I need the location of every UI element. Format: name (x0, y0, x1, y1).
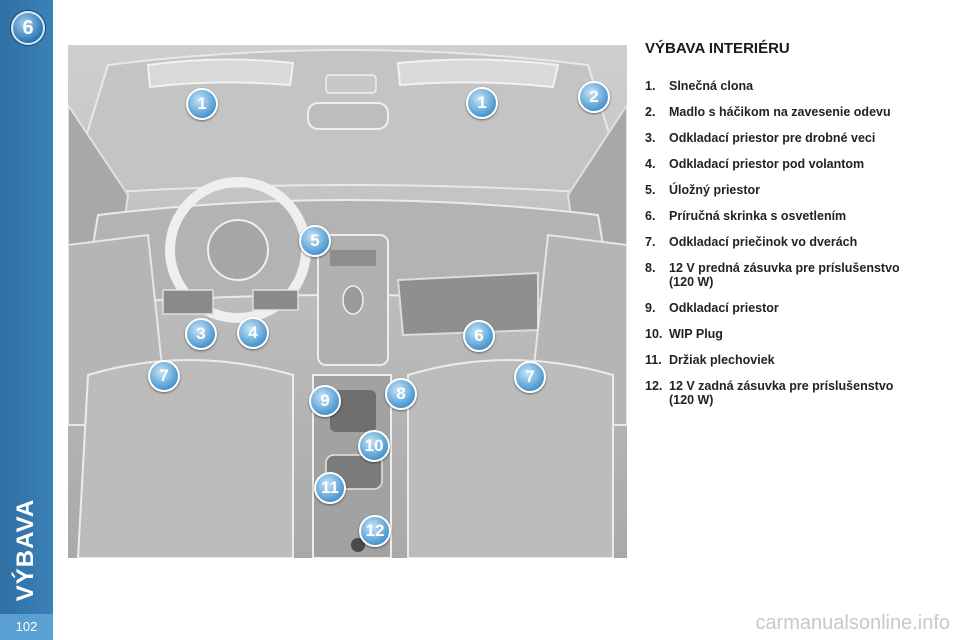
chapter-sidebar: 6 VÝBAVA 102 (0, 0, 53, 640)
callout-7-left: 7 (148, 360, 180, 392)
legend-item: 2.Madlo s háčikom na zavesenie odevu (645, 105, 945, 119)
legend-item: 10.WIP Plug (645, 327, 945, 341)
section-title-text: VÝBAVA (12, 499, 40, 601)
legend-item: 7.Odkladací priečinok vo dverách (645, 235, 945, 249)
interior-illustration: 1 1 2 5 3 4 6 7 7 8 9 10 11 12 (68, 45, 627, 558)
legend-item: 3.Odkladací priestor pre drobné veci (645, 131, 945, 145)
callout-9: 9 (309, 385, 341, 417)
page-number: 102 (0, 614, 53, 640)
legend-item: 6.Príručná skrinka s osvetlením (645, 209, 945, 223)
chapter-number-badge: 6 (11, 11, 45, 45)
legend-item: 5.Úložný priestor (645, 183, 945, 197)
callout-2: 2 (578, 81, 610, 113)
legend-item: 11.Držiak plechoviek (645, 353, 945, 367)
interior-equipment-legend: VÝBAVA INTERIÉRU 1.Slnečná clona 2.Madlo… (645, 40, 945, 419)
callout-5: 5 (299, 225, 331, 257)
callout-10: 10 (358, 430, 390, 462)
callout-4: 4 (237, 317, 269, 349)
legend-item: 4.Odkladací priestor pod volantom (645, 157, 945, 171)
legend-list: 1.Slnečná clona 2.Madlo s háčikom na zav… (645, 79, 945, 407)
callout-1-right: 1 (466, 87, 498, 119)
section-title-vertical: VÝBAVA (6, 500, 46, 600)
callout-1-left: 1 (186, 88, 218, 120)
callout-8: 8 (385, 378, 417, 410)
callout-11: 11 (314, 472, 346, 504)
callout-12: 12 (359, 515, 391, 547)
legend-item: 9.Odkladací priestor (645, 301, 945, 315)
callout-6: 6 (463, 320, 495, 352)
watermark: carmanualsonline.info (755, 612, 950, 635)
legend-item: 12.12 V zadná zásuvka pre príslušenstvo … (645, 379, 945, 407)
legend-title: VÝBAVA INTERIÉRU (645, 40, 945, 57)
legend-item: 1.Slnečná clona (645, 79, 945, 93)
car-interior-drawing (68, 45, 627, 558)
callout-3: 3 (185, 318, 217, 350)
legend-item: 8.12 V predná zásuvka pre príslušenstvo … (645, 261, 945, 289)
callout-7-right: 7 (514, 361, 546, 393)
